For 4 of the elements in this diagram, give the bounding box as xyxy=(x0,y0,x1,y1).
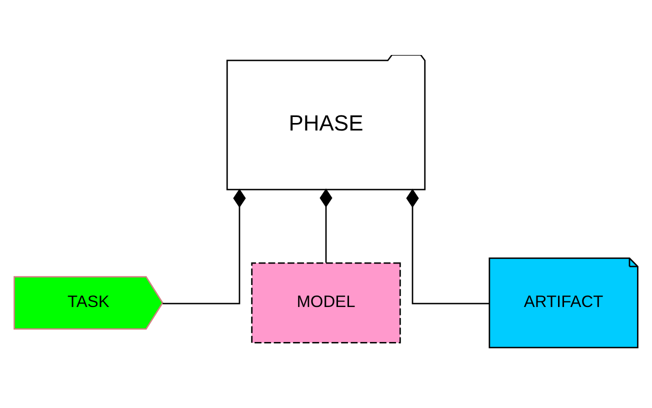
connector xyxy=(406,188,490,304)
connector xyxy=(162,188,246,304)
node-box: MODEL xyxy=(251,262,401,344)
connector xyxy=(320,188,332,263)
